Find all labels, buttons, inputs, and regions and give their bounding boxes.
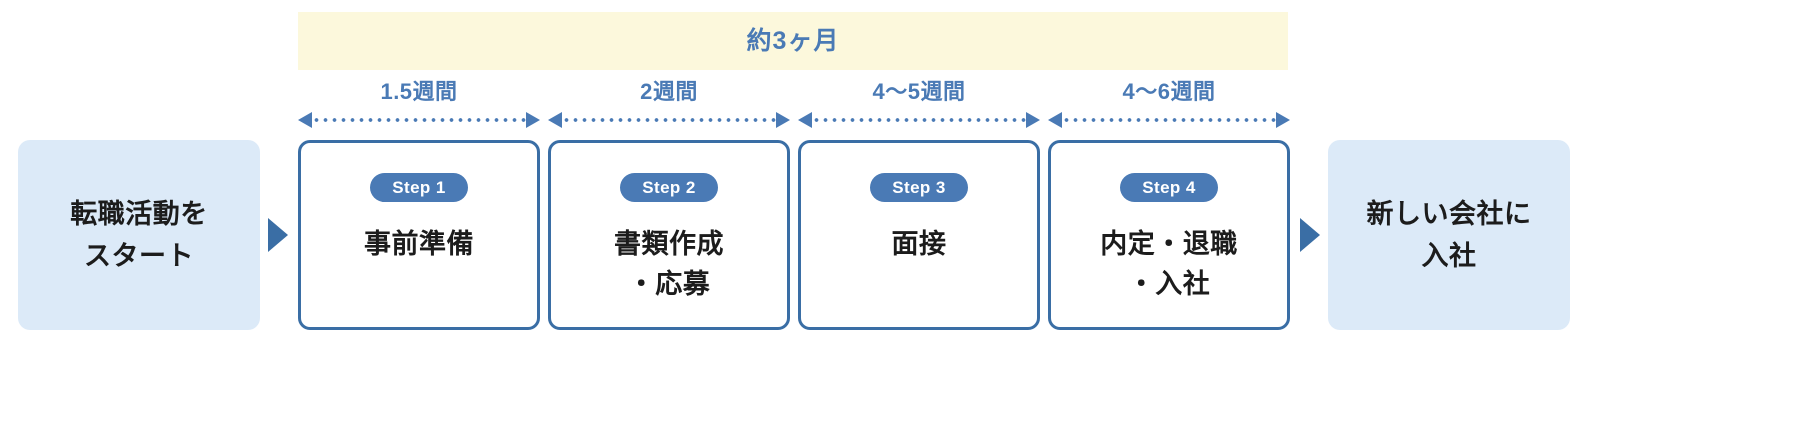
duration-span-4-label: 4〜6週間: [1122, 79, 1216, 104]
step-card-3[interactable]: Step 3 面接: [798, 140, 1040, 330]
arrow-left-head-icon: [798, 112, 812, 128]
step-card-2[interactable]: Step 2 書類作成 ・応募: [548, 140, 790, 330]
step-2-title: 書類作成 ・応募: [614, 229, 724, 299]
duration-span-3-label: 4〜5週間: [872, 79, 966, 104]
step-1-badge: Step 1: [370, 173, 468, 202]
duration-span-4-arrow: [1048, 112, 1290, 128]
dotted-line: [562, 118, 776, 122]
arrow-left-head-icon: [548, 112, 562, 128]
dotted-line: [1062, 118, 1276, 122]
start-box: 転職活動を スタート: [18, 140, 260, 330]
step-card-4[interactable]: Step 4 内定・退職 ・入社: [1048, 140, 1290, 330]
duration-span-3: 4〜5週間: [798, 78, 1040, 134]
step-3-badge: Step 3: [870, 173, 968, 202]
arrow-right-head-icon: [1026, 112, 1040, 128]
duration-span-2-label: 2週間: [640, 79, 698, 104]
step-1-title: 事前準備: [364, 229, 474, 259]
total-duration-label: 約3ヶ月: [746, 26, 840, 55]
duration-span-4: 4〜6週間: [1048, 78, 1290, 134]
duration-span-3-arrow: [798, 112, 1040, 128]
end-box: 新しい会社に 入社: [1328, 140, 1570, 330]
connector-arrow-end-icon: [1300, 218, 1320, 252]
total-duration-banner: 約3ヶ月: [298, 12, 1288, 70]
duration-span-1: 1.5週間: [298, 78, 540, 134]
step-card-1[interactable]: Step 1 事前準備: [298, 140, 540, 330]
arrow-right-head-icon: [1276, 112, 1290, 128]
arrow-left-head-icon: [1048, 112, 1062, 128]
arrow-left-head-icon: [298, 112, 312, 128]
duration-span-1-label: 1.5週間: [380, 79, 458, 104]
step-2-badge: Step 2: [620, 173, 718, 202]
dotted-line: [312, 118, 526, 122]
duration-span-2: 2週間: [548, 78, 790, 134]
arrow-right-head-icon: [776, 112, 790, 128]
connector-arrow-start-icon: [268, 218, 288, 252]
step-4-title: 内定・退職 ・入社: [1100, 229, 1238, 299]
step-4-badge: Step 4: [1120, 173, 1218, 202]
arrow-right-head-icon: [526, 112, 540, 128]
duration-span-2-arrow: [548, 112, 790, 128]
end-box-label: 新しい会社に 入社: [1366, 199, 1532, 271]
step-3-title: 面接: [891, 229, 947, 259]
duration-span-1-arrow: [298, 112, 540, 128]
start-box-label: 転職活動を スタート: [70, 199, 208, 271]
dotted-line: [812, 118, 1026, 122]
